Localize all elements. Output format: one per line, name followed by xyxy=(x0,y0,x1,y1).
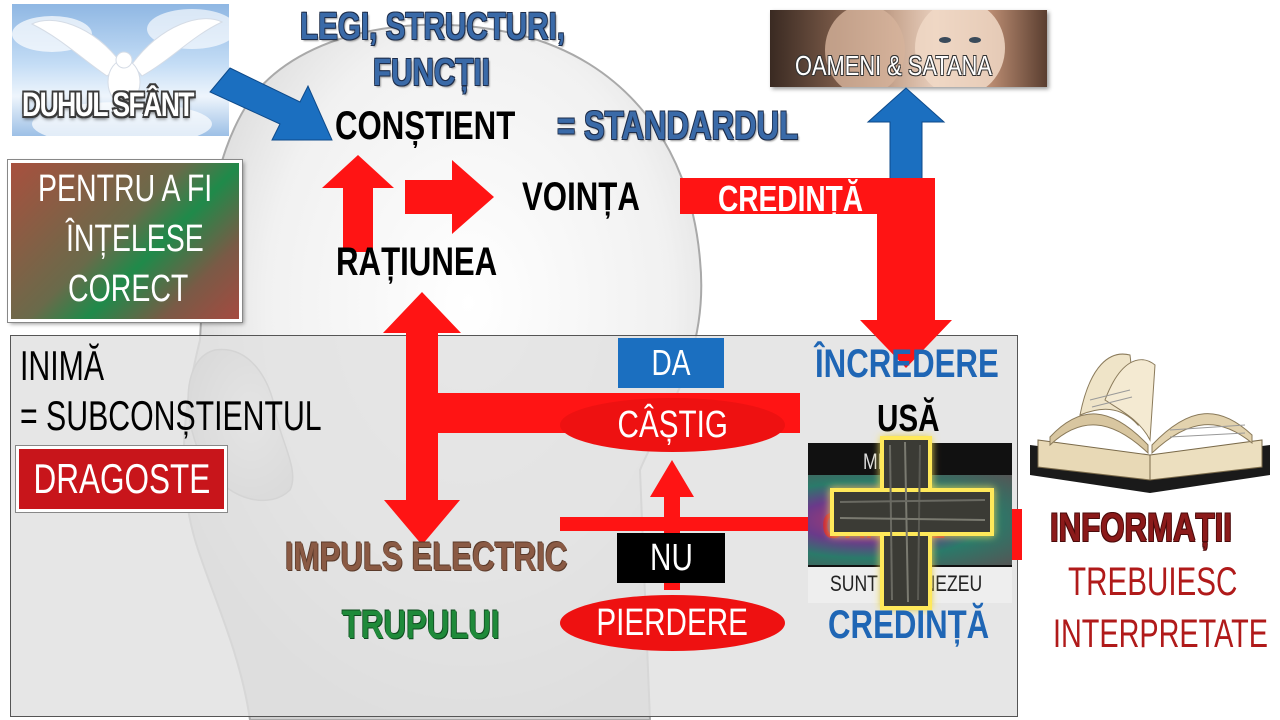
open-bible-image xyxy=(1030,353,1270,493)
castig-label: CÂȘTIG xyxy=(617,403,728,446)
red-arrow-ratiunea xyxy=(383,292,461,395)
dragoste-box: DRAGOSTE xyxy=(16,446,227,512)
da-label: DA xyxy=(651,342,691,383)
constient-label: CONȘTIENT xyxy=(335,104,516,148)
trupului-label: TRUPULUI xyxy=(342,603,500,647)
legi-line1: LEGI, STRUCTURI, xyxy=(300,6,566,48)
pierdere-ellipse: PIERDERE xyxy=(560,595,785,651)
red-bar-nu xyxy=(560,517,808,531)
informatii-label: INFORMAȚII xyxy=(1050,506,1232,550)
wooden-cross-image xyxy=(830,436,994,610)
red-arrow-up-castig xyxy=(650,460,694,590)
nu-box: NU xyxy=(617,533,725,583)
faces-image xyxy=(770,10,1047,87)
inima-label: INIMĂ xyxy=(20,342,105,389)
vointa-label: VOINȚA xyxy=(522,175,640,219)
incredere-label: ÎNCREDERE xyxy=(815,342,999,386)
nu-label: NU xyxy=(649,536,693,579)
credinta-top-label: CREDINȚĂ xyxy=(718,178,864,219)
red-arrow-right-vointa xyxy=(405,160,494,234)
pentru-box xyxy=(8,160,242,322)
da-box: DA xyxy=(618,338,724,388)
red-arrow-credinta xyxy=(680,178,952,368)
usa-label: USĂ xyxy=(877,398,940,440)
red-arrow-up-constient xyxy=(322,155,394,252)
pierdere-label: PIERDERE xyxy=(596,601,749,644)
dove-image xyxy=(12,4,229,136)
blue-arrow-oameni xyxy=(866,87,946,186)
castig-ellipse: CÂȘTIG xyxy=(560,398,785,452)
credinta-bottom-label: CREDINȚĂ xyxy=(828,603,990,647)
impuls-electric-label: IMPULS ELECTRIC xyxy=(285,535,568,579)
standardul-label: = STANDARDUL xyxy=(557,104,799,148)
blue-arrow-dove xyxy=(209,67,333,141)
oameni-satana-label: OAMENI & SATANA xyxy=(795,50,992,81)
interpretate-label: INTERPRETATE xyxy=(1053,612,1268,656)
subconstientul-label: = SUBCONȘTIENTUL xyxy=(20,392,322,439)
pentru-line3: CORECT xyxy=(68,268,189,310)
trebuiesc-label: TREBUIESC xyxy=(1068,560,1238,604)
legi-line2: FUNCȚII xyxy=(373,52,490,94)
pentru-line1: PENTRU A FI xyxy=(38,168,213,210)
dragoste-label: DRAGOSTE xyxy=(33,455,210,502)
pentru-line2: ÎNȚELESE xyxy=(66,218,204,260)
ratiunea-label: RAȚIUNEA xyxy=(336,240,498,284)
duhul-sfant-label: DUHUL SFÂNT xyxy=(22,86,194,124)
